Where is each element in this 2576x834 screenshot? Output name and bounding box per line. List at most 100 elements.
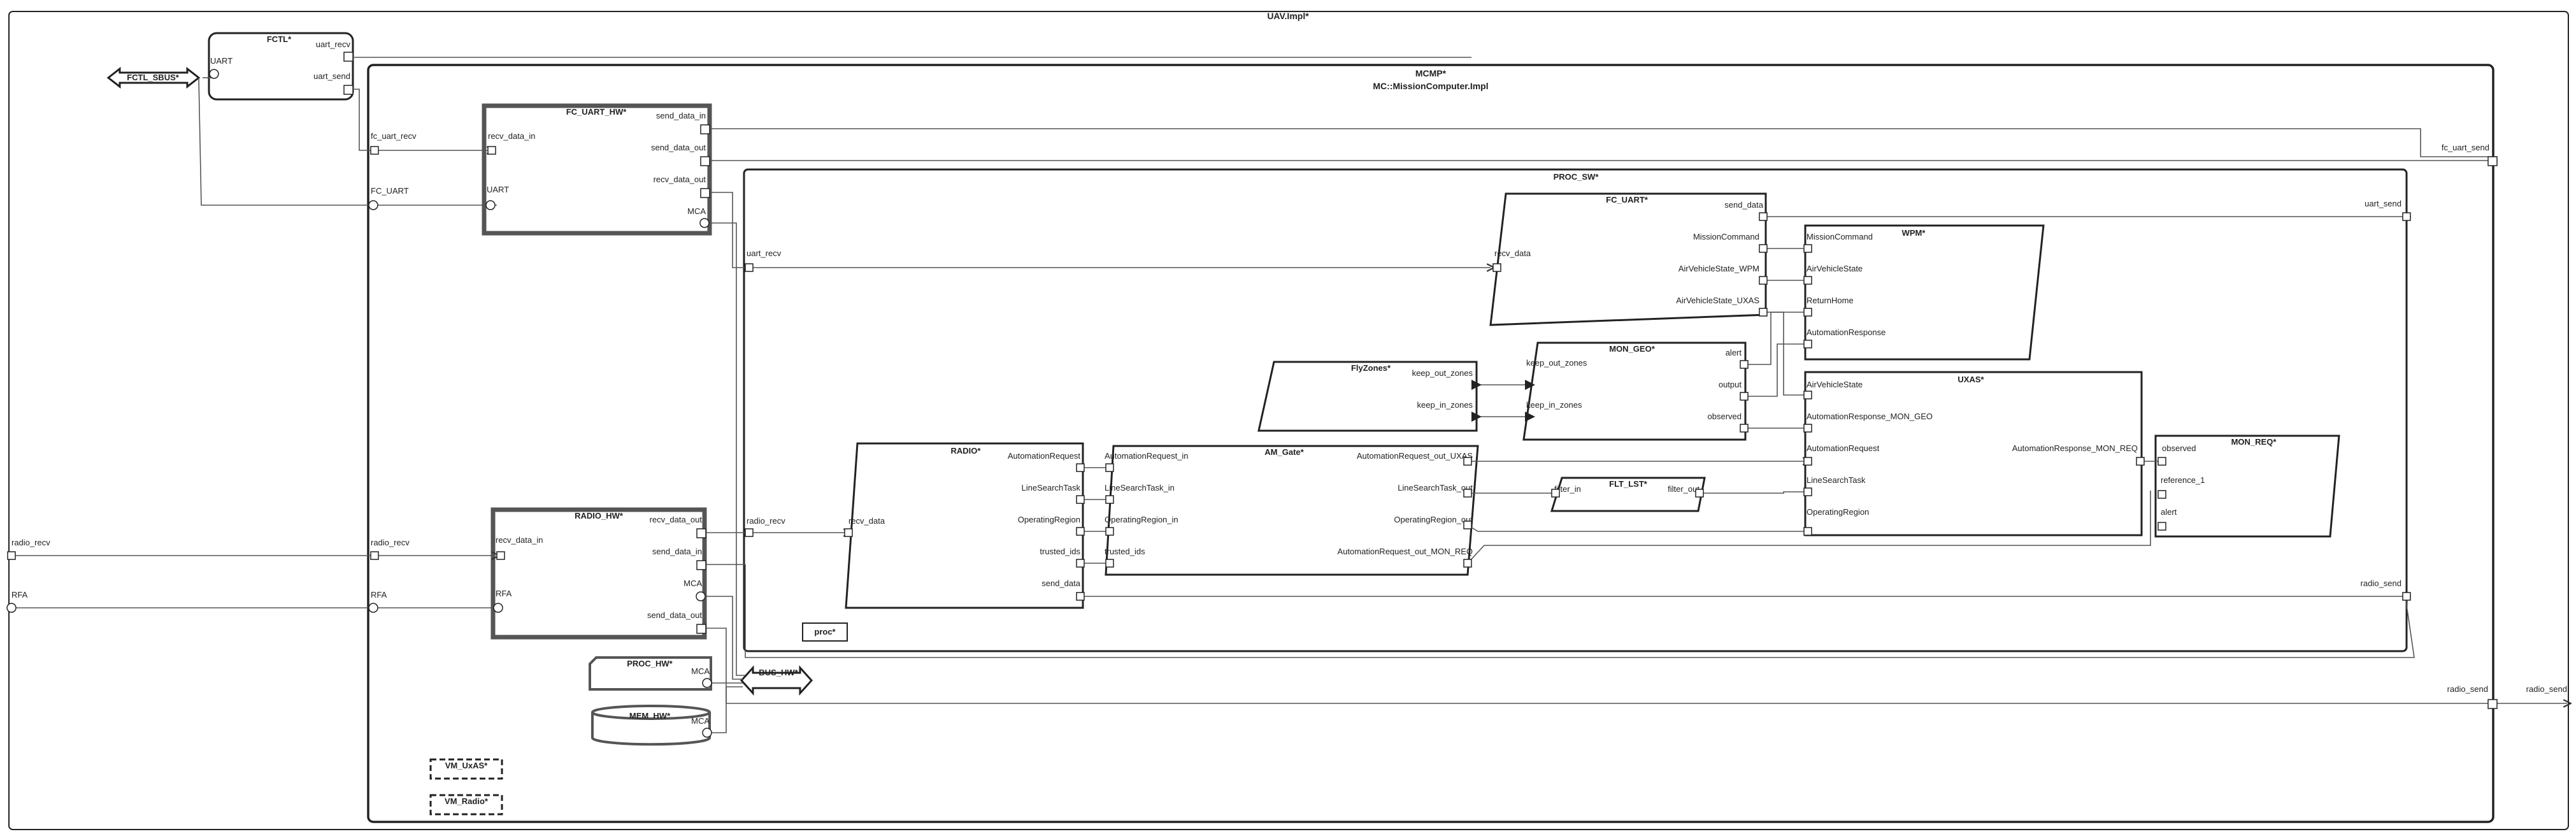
port-wpm-automation-response[interactable] [1803,340,1812,349]
port-fc-hw-mca[interactable] [699,218,710,228]
mon-req-component[interactable] [2154,435,2340,538]
port-wpm-return-home[interactable] [1803,308,1812,317]
mon-geo-component[interactable] [1522,342,1747,441]
port-mon-geo-keep-out[interactable] [1525,380,1535,390]
port-mcmp-fc-uart-recv[interactable] [370,146,379,155]
port-fc-uart-sw-mission[interactable] [1759,244,1768,253]
port-mon-geo-output[interactable] [1740,392,1749,401]
port-radio-hw-recv-out[interactable] [696,528,706,538]
vm-radio-box[interactable] [429,794,503,816]
port-wpm-mission[interactable] [1803,244,1812,253]
radio-hw-port-mca: MCA [683,579,702,588]
fc-uart-sw-component[interactable] [1489,192,1767,326]
flt-lst-component[interactable] [1550,477,1706,512]
port-radio-hw-rfa[interactable] [493,603,503,613]
port-fc-hw-recv-out[interactable] [700,188,710,198]
proc-box[interactable] [802,622,848,642]
port-radio-hw-send-in[interactable] [696,560,706,570]
port-am-gate-ar-out-uxas[interactable] [1463,457,1472,466]
port-fc-uart-sw-av-wpm[interactable] [1759,276,1768,285]
port-mon-geo-observed[interactable] [1740,424,1749,433]
port-fc-hw-uart[interactable] [485,200,496,210]
port-mcmp-fc-uart[interactable] [368,200,378,210]
flyzones-component[interactable] [1257,361,1478,432]
port-radio-sw-lst[interactable] [1076,495,1085,504]
port-fc-hw-send-out[interactable] [700,156,710,166]
port-radio-sw-recv[interactable] [844,528,853,537]
port-uxas-lst[interactable] [1803,487,1812,496]
port-am-gate-ar-out-mon-req[interactable] [1463,559,1472,568]
port-uav-radio-recv[interactable] [7,551,16,560]
port-uxas-av[interactable] [1803,391,1812,399]
bus-hw-label: BUS_HW* [759,668,798,677]
port-am-gate-ar-in[interactable] [1105,463,1114,472]
port-am-gate-trusted[interactable] [1105,559,1114,568]
mem-hw-component[interactable] [591,712,711,746]
bus-hw[interactable] [740,665,813,696]
port-mcmp-rfa[interactable] [368,603,378,613]
port-am-gate-or-in[interactable] [1105,527,1114,536]
port-fc-hw-send-in[interactable] [700,124,710,134]
port-proc-hw-mca[interactable] [702,678,712,688]
fc-uart-hw-component[interactable] [482,103,712,236]
wire-fc-uart-send-return [707,128,2497,157]
wire-lst-filter-out [1701,491,1807,494]
port-radio-sw-trusted[interactable] [1076,559,1085,568]
port-radio-sw-ar[interactable] [1076,463,1085,472]
port-uav-rfa[interactable] [6,603,17,613]
port-radio-hw-recv-in[interactable] [496,551,505,560]
port-uxas-ar-mon-req[interactable] [2136,457,2145,466]
fctl-component[interactable] [208,32,354,101]
flt-lst-port-filter-in: filter_in [1554,484,1581,494]
proc-hw-component[interactable] [589,656,712,691]
radio-hw-port-recv-data-out: recv_data_out [650,515,703,524]
port-fctl-uart-send[interactable] [343,85,354,95]
port-mon-req-alert[interactable] [2157,522,2166,531]
port-radio-sw-or[interactable] [1076,527,1085,536]
port-mon-req-observed[interactable] [2157,457,2166,466]
port-flt-lst-filter-out[interactable] [1695,489,1704,498]
port-am-gate-lst-in[interactable] [1105,495,1114,504]
port-radio-hw-mca[interactable] [696,591,706,601]
port-uxas-ar[interactable] [1803,457,1812,466]
port-fc-hw-recv-in[interactable] [487,146,496,155]
port-uxas-or[interactable] [1803,527,1812,536]
vm-uxas-box[interactable] [429,758,503,780]
fc-uart-sw-port-av-state-wpm: AirVehicleState_WPM [1678,264,1759,273]
port-mem-hw-mca[interactable] [702,728,712,738]
uxas-port-automation-request: AutomationRequest [1807,443,1880,453]
port-mon-geo-alert[interactable] [1740,360,1749,369]
port-fctl-uart-recv[interactable] [343,52,354,62]
radio-hw-component[interactable] [490,507,707,640]
port-flyzones-keep-in[interactable] [1471,412,1482,422]
port-mcmp-radio-send[interactable] [2487,699,2498,709]
port-flt-lst-filter-in[interactable] [1551,489,1560,498]
port-mcmp-radio-recv[interactable] [370,551,379,560]
mon-geo-port-observed: observed [1708,412,1742,421]
am-gate-port-or-in: OperatingRegion_in [1105,515,1178,524]
mem-hw-port-mca: MCA [691,716,710,726]
port-flyzones-keep-out[interactable] [1471,380,1482,390]
port-radio-sw-send[interactable] [1076,592,1085,601]
uxas-component[interactable] [1804,371,2143,536]
radio-sw-component[interactable] [845,442,1084,609]
port-uxas-ar-mon-geo[interactable] [1803,424,1812,433]
port-am-gate-or-out[interactable] [1463,521,1472,529]
port-wpm-av[interactable] [1803,276,1812,285]
port-mon-geo-keep-in[interactable] [1525,412,1535,422]
wpm-component[interactable] [1804,224,2045,361]
port-fc-uart-sw-send[interactable] [1759,212,1768,221]
port-sw-uart-recv[interactable] [745,263,754,272]
port-radio-hw-send-out[interactable] [696,624,706,634]
port-fc-uart-sw-av-uxas[interactable] [1759,308,1768,317]
port-am-gate-lst-out[interactable] [1463,489,1472,498]
port-mon-req-reference[interactable] [2157,490,2166,499]
port-mcmp-fc-uart-send[interactable] [2487,156,2498,166]
port-sw-radio-send[interactable] [2402,592,2411,601]
port-sw-radio-recv[interactable] [745,528,754,537]
port-sw-uart-send[interactable] [2402,212,2411,221]
fc-uart-hw-port-send-data-in: send_data_in [656,111,706,120]
port-fc-uart-sw-recv[interactable] [1492,263,1501,272]
label-radio-send-outer: radio_send [2526,684,2567,694]
port-fctl-uart[interactable] [209,69,219,79]
